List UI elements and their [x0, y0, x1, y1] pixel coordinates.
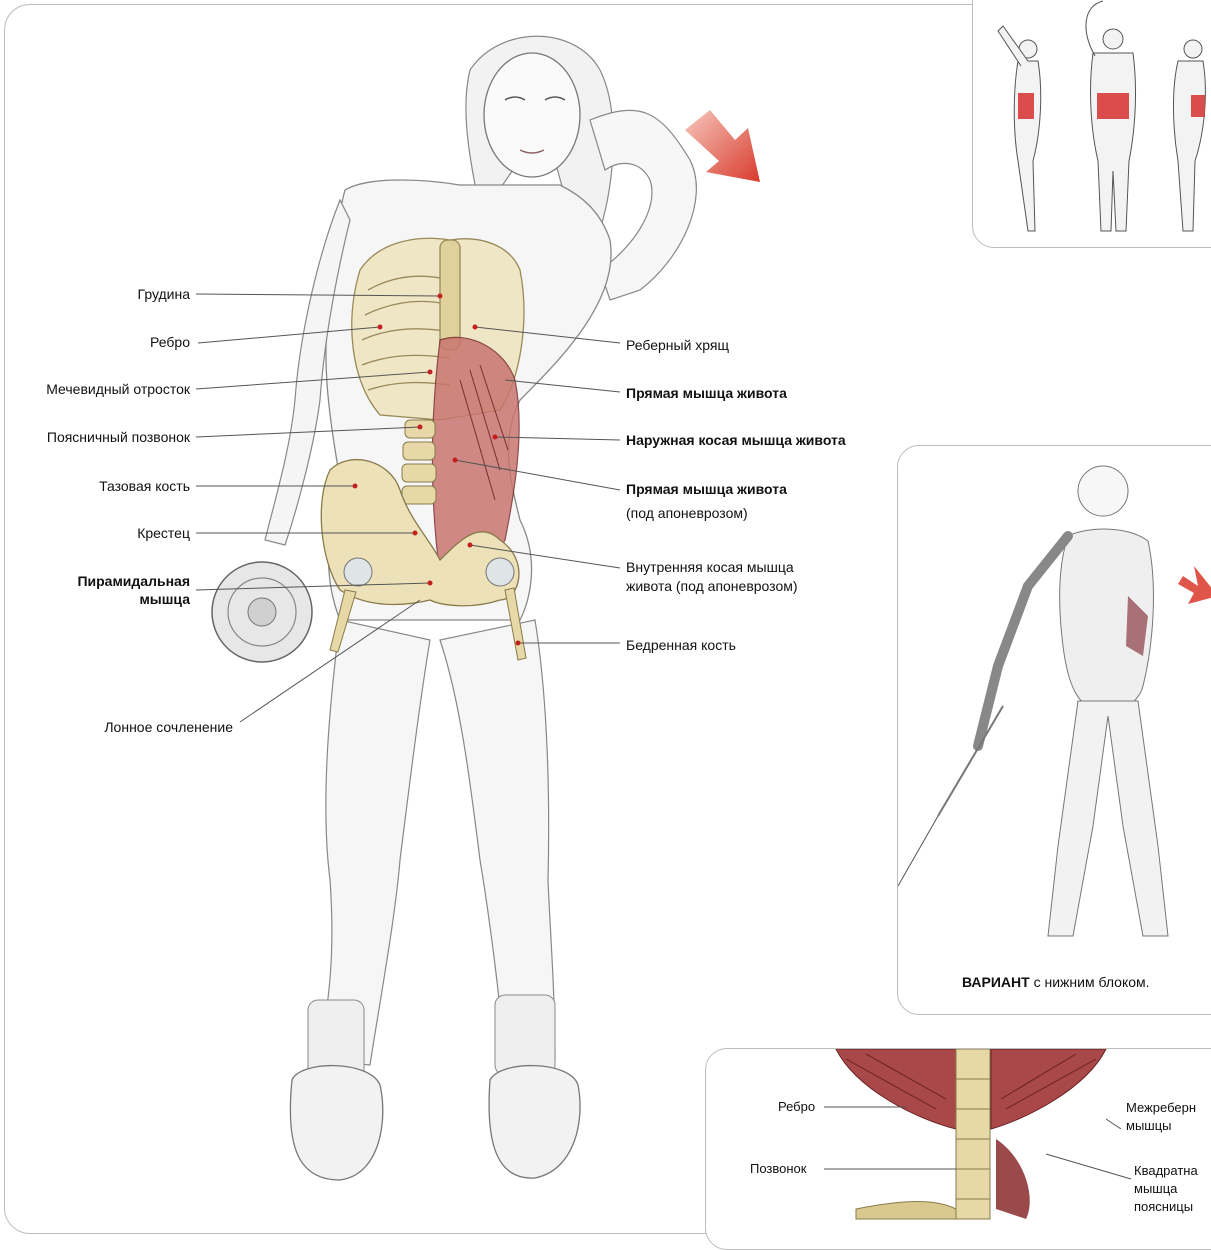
detail-label-intercostal-1: Межреберн: [1126, 1099, 1196, 1116]
variant-panel: ВАРИАНТ с нижним блоком.: [897, 445, 1211, 1015]
label-pyramidalis-1: Пирамидальная: [40, 572, 190, 590]
detail-label-vertebra: Позвонок: [750, 1160, 806, 1177]
label-costal-cartilage: Реберный хрящ: [626, 336, 729, 354]
label-femur: Бедренная кость: [626, 636, 736, 654]
label-pelvic-bone: Тазовая кость: [40, 477, 190, 495]
label-internal-oblique-1: Внутренняя косая мышца: [626, 558, 794, 576]
label-external-oblique: Наружная косая мышца живота: [626, 431, 846, 449]
detail-label-quadratus-1: Квадратна: [1134, 1162, 1198, 1179]
direction-arrow: [685, 110, 760, 182]
variant-illustration: [898, 446, 1211, 966]
label-sternum: Грудина: [80, 285, 190, 303]
left-leg: [318, 620, 430, 1065]
muscle-map-panel: [972, 0, 1211, 248]
label-rectus-sheath-1: Прямая мышца живота: [626, 480, 787, 498]
label-pubic-symphysis: Лонное сочленение: [40, 718, 233, 736]
right-leg: [440, 620, 555, 1060]
label-rectus-sheath-2: (под апоневрозом): [626, 504, 748, 522]
label-rib: Ребро: [80, 333, 190, 351]
head: [484, 53, 580, 177]
detail-panel: Ребро Позвонок Межреберн мышцы Квадратна…: [705, 1048, 1211, 1250]
label-internal-oblique-2: живота (под апоневрозом): [626, 577, 798, 595]
detail-label-rib: Ребро: [778, 1098, 815, 1115]
detail-label-intercostal-2: мышцы: [1126, 1117, 1172, 1134]
label-pyramidalis-2: мышца: [40, 590, 190, 608]
left-shoe: [290, 1066, 382, 1180]
variant-caption: ВАРИАНТ с нижним блоком.: [962, 974, 1150, 990]
label-lumbar-vertebra: Поясничный позвонок: [10, 428, 190, 446]
detail-label-quadratus-2: мышца: [1134, 1180, 1177, 1197]
right-shoe: [489, 1066, 580, 1179]
dumbbell: [212, 562, 312, 662]
muscle-map-figures: [973, 0, 1211, 247]
label-xiphoid: Мечевидный отросток: [10, 380, 190, 398]
detail-illustration: [706, 1049, 1211, 1249]
label-rectus-abdominis: Прямая мышца живота: [626, 384, 787, 402]
label-sacrum: Крестец: [40, 524, 190, 542]
detail-label-quadratus-3: поясницы: [1134, 1198, 1193, 1215]
